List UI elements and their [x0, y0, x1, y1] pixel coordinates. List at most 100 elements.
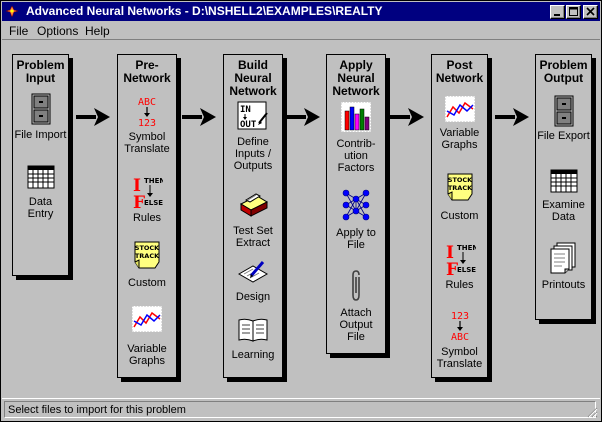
app-icon[interactable]: [5, 4, 20, 19]
tool-data-entry[interactable]: Data Entry: [13, 165, 68, 225]
tool-variable-graphs[interactable]: Variable Graphs: [118, 305, 176, 367]
open-book-icon: [238, 318, 268, 342]
panel-title: Build Neural Network: [224, 59, 282, 98]
icon-text: ELSE: [144, 199, 163, 207]
tool-label: Examine: [542, 199, 585, 211]
icon-text: OUT: [240, 120, 257, 130]
test-set-icon: [239, 193, 269, 217]
tool-printouts[interactable]: Printouts: [536, 242, 591, 296]
neural-net-icon: [342, 189, 370, 221]
tool-label: Graphs: [441, 139, 478, 151]
icon-text: ABC: [450, 332, 468, 343]
tool-label: Apply to: [336, 227, 376, 239]
symbol-translate-icon: ABC 123: [138, 97, 156, 129]
paperclip-icon: [352, 270, 360, 301]
panel-title: Post Network: [432, 59, 487, 85]
svg-text:I: I: [133, 176, 141, 196]
tool-file-export[interactable]: File Export: [536, 95, 591, 147]
flow-arrow-icon: [76, 108, 110, 126]
flow-arrow-icon: [286, 108, 320, 126]
flow-arrow-icon: [182, 108, 216, 126]
maximize-icon: [569, 7, 578, 16]
grid-table-icon: [550, 169, 577, 193]
tool-design[interactable]: Design: [224, 258, 282, 306]
menu-file[interactable]: File: [9, 24, 28, 38]
icon-text: ELSE: [457, 266, 476, 274]
icon-text: STOCK: [447, 176, 472, 184]
panel-title: Problem Input: [13, 59, 68, 85]
title-bar[interactable]: Advanced Neural Networks - D:\NSHELL2\EX…: [2, 2, 600, 21]
tool-rules-post[interactable]: I F THEN ELSE Rules: [432, 241, 487, 295]
tool-rules[interactable]: I F THEN ELSE Rules: [118, 174, 176, 226]
status-bar: Select files to import for this problem: [2, 398, 600, 420]
tool-symbol-translate[interactable]: ABC 123 Symbol Translate: [118, 95, 176, 155]
panel-title: Apply Neural Network: [327, 59, 385, 98]
stock-track-icon: STOCK TRACK: [447, 173, 473, 201]
tool-label: Printouts: [541, 279, 586, 291]
menu-help-label: Help: [85, 24, 110, 38]
maximize-button[interactable]: [566, 5, 581, 19]
tool-file-import[interactable]: File Import: [13, 93, 68, 143]
tool-examine-data[interactable]: Examine Data: [536, 169, 591, 229]
tool-label: Outputs: [233, 160, 273, 172]
minimize-icon: [554, 14, 560, 16]
panel-title-line: Neural: [234, 71, 272, 85]
panel-title-line: Network: [229, 84, 277, 98]
panel-build-network: Build Neural Network IN OUT Define Input…: [223, 54, 283, 378]
icon-text: IN: [240, 105, 251, 115]
tool-contribution-factors[interactable]: Contrib- ution Factors: [327, 101, 385, 177]
panel-title-line: Problem: [539, 58, 588, 72]
tool-label: Translate: [124, 143, 170, 155]
svg-text:F: F: [446, 260, 458, 277]
tool-label: Design: [235, 291, 271, 303]
icon-text: TRACK: [447, 184, 472, 192]
symbol-translate-icon: 123 ABC: [450, 311, 468, 343]
panel-problem-output: Problem Output File Export: [535, 54, 592, 320]
in-out-icon: IN OUT: [237, 101, 268, 130]
tool-apply-to-file[interactable]: Apply to File: [327, 189, 385, 251]
tool-label: Custom: [128, 277, 166, 289]
panel-title-line: Neural: [337, 71, 375, 85]
svg-text:F: F: [133, 193, 145, 210]
menu-options[interactable]: Options: [37, 24, 78, 38]
design-pencil-icon: [237, 261, 269, 283]
if-then-else-icon: I F THEN ELSE: [446, 243, 476, 277]
tool-custom[interactable]: STOCK TRACK Custom: [118, 240, 176, 290]
stock-track-icon: STOCK TRACK: [134, 241, 160, 269]
tool-custom-post[interactable]: STOCK TRACK Custom: [432, 172, 487, 226]
panel-problem-input: Problem Input File Import: [12, 54, 69, 276]
tool-label: File Export: [537, 130, 590, 142]
panel-title-line: Network: [435, 71, 484, 85]
panel-title-line: Pre-: [135, 58, 159, 72]
close-button[interactable]: [583, 5, 598, 19]
tool-label: Rules: [132, 212, 162, 224]
panel-title-line: Input: [25, 71, 56, 85]
tool-label: Entry: [27, 208, 54, 220]
tool-label: Test Set: [233, 225, 273, 237]
tool-label: File Import: [14, 129, 67, 141]
tool-attach-output-file[interactable]: Attach Output File: [327, 269, 385, 349]
tool-symbol-translate-post[interactable]: 123 ABC Symbol Translate: [432, 309, 487, 373]
resize-grip-icon[interactable]: [587, 407, 598, 418]
tool-variable-graphs-post[interactable]: Variable Graphs: [432, 95, 487, 159]
tool-label: Inputs /: [234, 148, 272, 160]
tool-label: Learning: [231, 349, 275, 361]
tool-label: Extract: [235, 237, 271, 249]
file-cabinet-icon: [31, 93, 50, 125]
line-graph-icon: [131, 305, 163, 333]
tool-label: File: [347, 331, 365, 343]
panel-title-line: Post: [446, 58, 473, 72]
tool-label: ution: [344, 150, 368, 162]
status-field: Select files to import for this problem: [4, 401, 596, 418]
tool-learning[interactable]: Learning: [224, 317, 282, 365]
status-text: Select files to import for this problem: [8, 404, 186, 416]
tool-test-set-extract[interactable]: Test Set Extract: [224, 190, 282, 249]
icon-text: STOCK: [135, 244, 160, 252]
menu-help[interactable]: Help: [85, 24, 110, 38]
tool-label: Variable: [127, 343, 167, 355]
tool-define-inputs-outputs[interactable]: IN OUT Define Inputs / Outputs: [224, 101, 282, 173]
minimize-button[interactable]: [550, 5, 565, 19]
menu-options-label: Options: [37, 24, 79, 38]
tool-label: Factors: [337, 162, 375, 174]
flow-arrow-icon: [390, 108, 424, 126]
